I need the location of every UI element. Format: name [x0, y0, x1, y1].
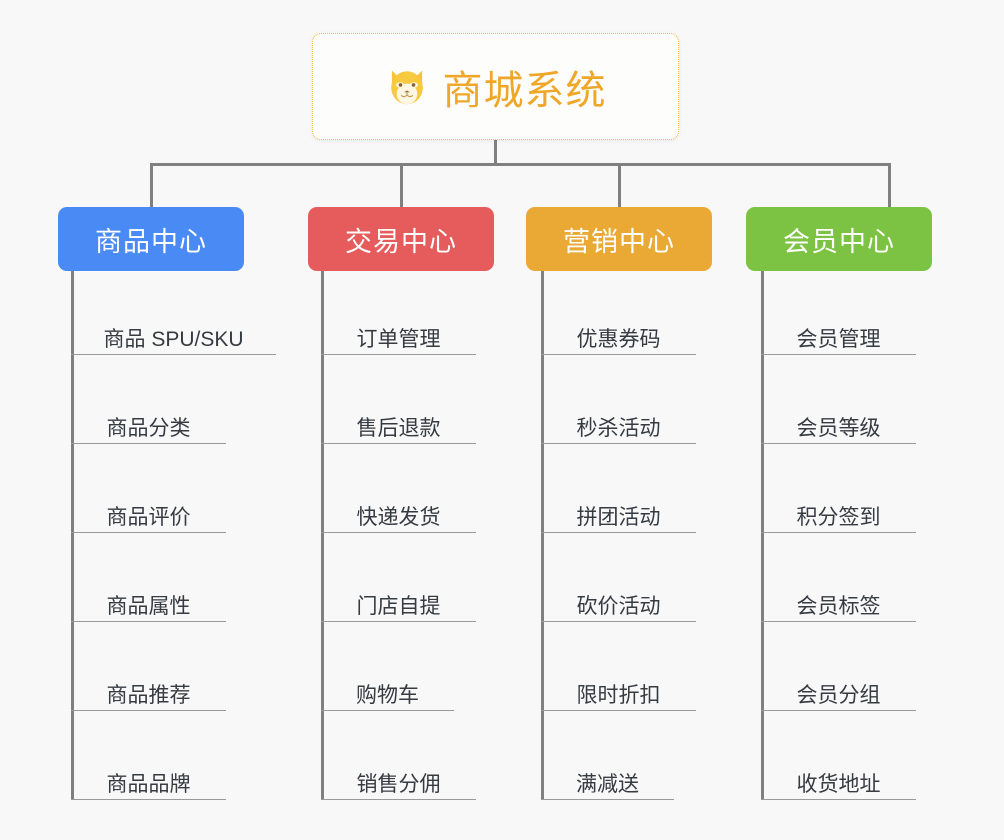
- leaf-item[interactable]: 满减送: [541, 756, 674, 800]
- leaf-item[interactable]: 商品品牌: [71, 756, 226, 800]
- connector-root-trunk: [494, 140, 497, 166]
- leaf-item[interactable]: 快递发货: [321, 489, 476, 533]
- branch-label: 交易中心: [345, 226, 457, 257]
- leaf-item[interactable]: 购物车: [321, 667, 454, 711]
- leaf-item[interactable]: 会员标签: [761, 578, 916, 622]
- connector-drop-4: [888, 163, 891, 209]
- leaf-item[interactable]: 商品属性: [71, 578, 226, 622]
- connector-drop-2: [400, 163, 403, 209]
- branch-node-product-center[interactable]: 商品中心: [58, 207, 244, 271]
- branch-node-member-center[interactable]: 会员中心: [746, 207, 932, 271]
- leaf-item[interactable]: 商品分类: [71, 400, 226, 444]
- leaf-item[interactable]: 售后退款: [321, 400, 476, 444]
- leaf-item[interactable]: 拼团活动: [541, 489, 696, 533]
- root-node-content: 商城系统: [385, 58, 607, 116]
- branch-label: 商品中心: [95, 226, 207, 257]
- branch-label: 营销中心: [563, 226, 675, 257]
- branch-node-trade-center[interactable]: 交易中心: [308, 207, 494, 271]
- root-title: 商城系统: [442, 68, 607, 113]
- branch-node-marketing-center[interactable]: 营销中心: [526, 207, 712, 271]
- leaf-item[interactable]: 会员等级: [761, 400, 916, 444]
- leaf-item[interactable]: 会员分组: [761, 667, 916, 711]
- leaf-item[interactable]: 门店自提: [321, 578, 476, 622]
- connector-drop-3: [618, 163, 621, 209]
- shiba-dog-face-icon: [390, 70, 423, 105]
- leaf-spine: [321, 271, 324, 800]
- leaf-spine: [541, 271, 544, 800]
- leaf-spine: [761, 271, 764, 800]
- leaf-item[interactable]: 秒杀活动: [541, 400, 696, 444]
- leaf-item[interactable]: 会员管理: [761, 311, 916, 355]
- leaf-item[interactable]: 优惠券码: [541, 311, 696, 355]
- connector-horizontal-bus: [150, 163, 891, 166]
- leaf-item[interactable]: 销售分佣: [321, 756, 476, 800]
- leaf-item[interactable]: 商品 SPU/SKU: [71, 311, 276, 355]
- leaf-item[interactable]: 商品评价: [71, 489, 226, 533]
- leaf-item[interactable]: 收货地址: [761, 756, 916, 800]
- root-node[interactable]: 商城系统: [312, 33, 679, 140]
- branch-label: 会员中心: [783, 226, 895, 257]
- leaf-item[interactable]: 限时折扣: [541, 667, 696, 711]
- leaf-item[interactable]: 商品推荐: [71, 667, 226, 711]
- connector-drop-1: [150, 163, 153, 209]
- leaf-spine: [71, 271, 74, 800]
- leaf-item[interactable]: 砍价活动: [541, 578, 696, 622]
- leaf-item[interactable]: 订单管理: [321, 311, 476, 355]
- leaf-item[interactable]: 积分签到: [761, 489, 916, 533]
